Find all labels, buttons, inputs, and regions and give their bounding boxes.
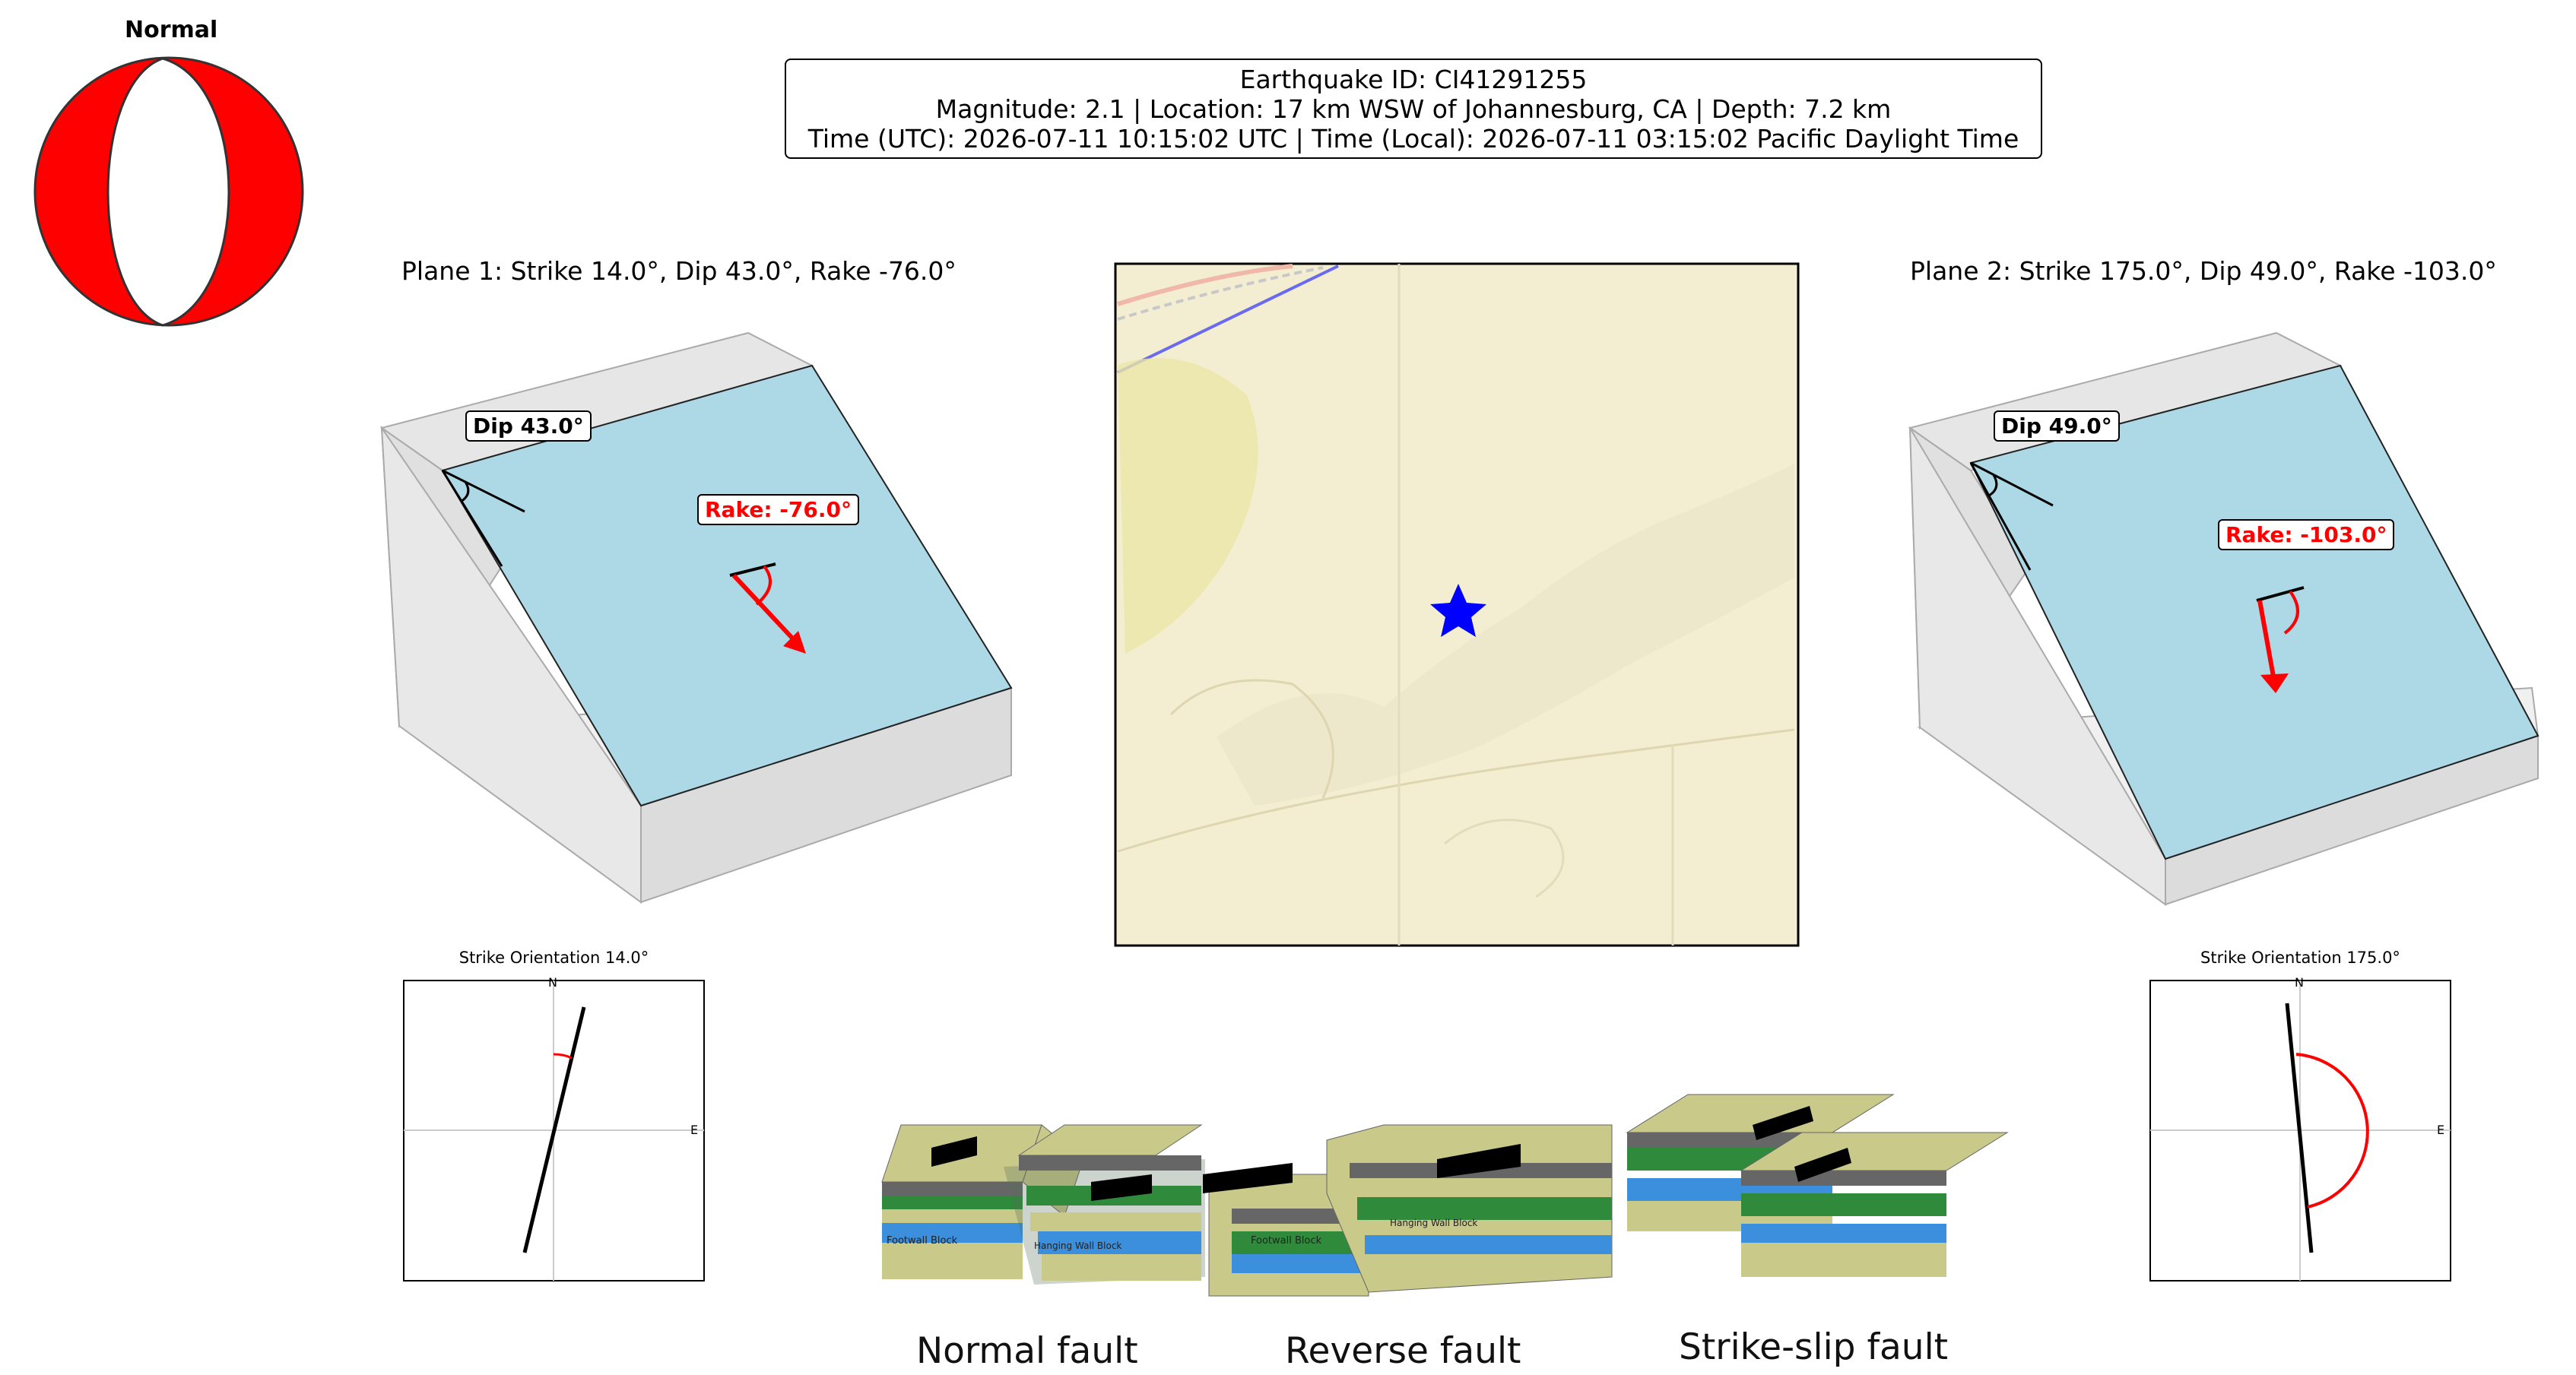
earthquake-info-box: Earthquake ID: CI41291255 Magnitude: 2.1… — [785, 59, 2042, 159]
compass1-east-label: E — [690, 1123, 699, 1137]
compass1-north-label: N — [548, 975, 557, 990]
plane1-title: Plane 1: Strike 14.0°, Dip 43.0°, Rake -… — [401, 256, 956, 286]
compass1-title: Strike Orientation 14.0° — [458, 949, 649, 967]
plane2-3d-block — [1908, 331, 2540, 906]
epicenter-star — [1430, 584, 1486, 637]
normal-fault-caption: Normal fault — [916, 1330, 1138, 1372]
plane1-fault-surface — [441, 364, 1013, 807]
plane2-title: Plane 2: Strike 175.0°, Dip 49.0°, Rake … — [1910, 256, 2497, 286]
strike-slip-caption: Strike-slip fault — [1679, 1326, 1949, 1368]
reverse-fault-illustration — [1203, 1124, 1613, 1297]
beachball — [33, 56, 304, 327]
compass1-strike-line — [522, 1006, 586, 1253]
compass2-strike-line — [2285, 1003, 2314, 1253]
plane2-rake-arrow — [2257, 600, 2276, 677]
plane1-rake-label: Rake: -76.0° — [697, 494, 859, 525]
compass2-east-label: E — [2437, 1123, 2445, 1137]
reverse-footwall-label: Footwall Block — [1251, 1235, 1322, 1247]
normal-footwall-label: Footwall Block — [887, 1235, 958, 1247]
info-line-2: Magnitude: 2.1 | Location: 17 km WSW of … — [935, 93, 1892, 124]
info-line-3: Time (UTC): 2026-07-11 10:15:02 UTC | Ti… — [807, 123, 2019, 154]
plane2-fault-surface — [1969, 364, 2540, 860]
location-map[interactable] — [1114, 262, 1800, 947]
compass2 — [2149, 980, 2451, 1282]
strike-slip-fault-illustration — [1626, 1094, 2009, 1277]
compass2-title: Strike Orientation 175.0° — [2200, 949, 2400, 967]
reverse-hanging-label: Hanging Wall Block — [1390, 1218, 1478, 1228]
plane1-3d-block — [379, 331, 1013, 904]
plane1-dip-label: Dip 43.0° — [465, 410, 592, 442]
plane2-dip-label: Dip 49.0° — [1994, 410, 2120, 442]
info-line-1: Earthquake ID: CI41291255 — [1239, 64, 1588, 94]
reverse-fault-caption: Reverse fault — [1285, 1330, 1521, 1372]
normal-hanging-label: Hanging Wall Block — [1034, 1240, 1122, 1251]
plane2-rake-label: Rake: -103.0° — [2218, 519, 2395, 550]
plane1-rake-arrow — [731, 573, 801, 647]
beachball-title: Normal — [125, 17, 218, 43]
normal-fault-illustration — [881, 1124, 1205, 1285]
compass1 — [403, 980, 705, 1282]
compass2-north-label: N — [2295, 975, 2304, 990]
